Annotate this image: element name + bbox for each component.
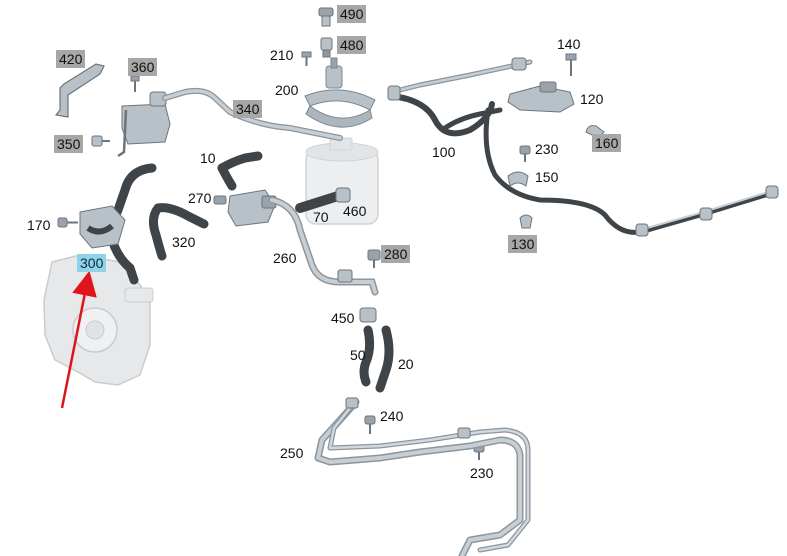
callout-120[interactable]: 120 xyxy=(580,91,604,107)
clip-130[interactable] xyxy=(519,214,533,229)
callout-170[interactable]: 170 xyxy=(27,217,51,233)
callout-460[interactable]: 460 xyxy=(343,203,367,219)
filter-clamp-bracket[interactable] xyxy=(304,57,376,128)
callout-140[interactable]: 140 xyxy=(557,36,581,52)
callout-100[interactable]: 100 xyxy=(432,144,456,160)
connector-block-270[interactable] xyxy=(213,189,277,227)
fuel-line-250[interactable] xyxy=(314,397,531,556)
high-pressure-pump[interactable] xyxy=(43,254,154,386)
callout-480[interactable]: 480 xyxy=(337,36,367,54)
callout-250[interactable]: 250 xyxy=(280,445,304,461)
callout-240[interactable]: 240 xyxy=(380,408,404,424)
callout-280[interactable]: 280 xyxy=(381,245,411,263)
hose-10[interactable] xyxy=(217,151,263,173)
pump-connector[interactable] xyxy=(79,205,126,249)
clamp-150[interactable] xyxy=(507,171,529,187)
callout-230-upper[interactable]: 230 xyxy=(535,141,559,157)
bracket-assembly[interactable] xyxy=(117,91,171,158)
callout-210[interactable]: 210 xyxy=(270,47,294,63)
callout-420[interactable]: 420 xyxy=(56,50,86,68)
callout-70[interactable]: 70 xyxy=(313,209,329,225)
fastener-490[interactable] xyxy=(318,7,334,27)
hose-50[interactable] xyxy=(359,325,375,387)
bolt-360[interactable] xyxy=(130,75,140,92)
callout-350[interactable]: 350 xyxy=(54,135,84,153)
bolt-140[interactable] xyxy=(565,53,577,76)
callout-340[interactable]: 340 xyxy=(233,100,263,118)
hose-20[interactable] xyxy=(375,325,394,393)
callout-150[interactable]: 150 xyxy=(535,169,559,185)
bolt-350[interactable] xyxy=(91,135,110,147)
fitting-460[interactable] xyxy=(335,187,351,203)
hose-70[interactable] xyxy=(295,191,343,213)
bracket-420[interactable] xyxy=(54,63,105,118)
callout-230-lower[interactable]: 230 xyxy=(470,465,494,481)
callout-270[interactable]: 270 xyxy=(188,190,212,206)
fitting-280[interactable] xyxy=(367,249,381,268)
callout-260[interactable]: 260 xyxy=(273,250,297,266)
callout-450[interactable]: 450 xyxy=(331,310,355,326)
callout-360[interactable]: 360 xyxy=(128,58,158,76)
bolt-210[interactable] xyxy=(301,51,312,66)
hose-320[interactable] xyxy=(148,203,209,261)
callout-200[interactable]: 200 xyxy=(275,82,299,98)
callout-20[interactable]: 20 xyxy=(398,356,414,372)
callout-490[interactable]: 490 xyxy=(337,5,367,23)
callout-160[interactable]: 160 xyxy=(592,134,622,152)
fuel-line-100[interactable] xyxy=(387,57,779,237)
indicator-arrow xyxy=(60,270,97,409)
bolt-170[interactable] xyxy=(57,217,78,228)
bolt-230-upper[interactable] xyxy=(519,145,531,162)
callout-130[interactable]: 130 xyxy=(508,235,538,253)
callout-320[interactable]: 320 xyxy=(172,234,196,250)
fitting-450[interactable] xyxy=(359,307,377,323)
callout-300[interactable]: 300 xyxy=(77,254,107,272)
callout-50[interactable]: 50 xyxy=(350,347,366,363)
callout-10[interactable]: 10 xyxy=(200,150,216,166)
pressure-regulator-120[interactable] xyxy=(507,81,575,113)
fastener-480[interactable] xyxy=(320,37,333,58)
bolt-240[interactable] xyxy=(364,415,376,434)
